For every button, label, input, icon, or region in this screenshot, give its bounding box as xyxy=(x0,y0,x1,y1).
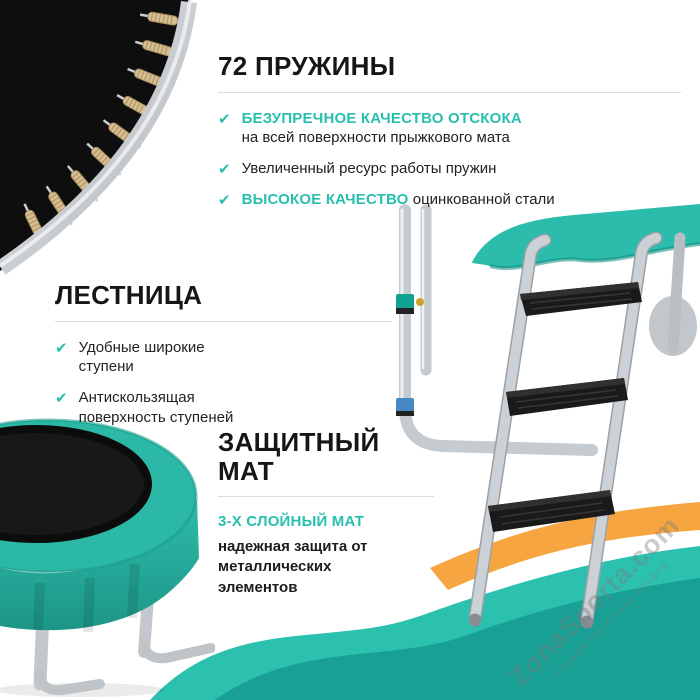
step-grip xyxy=(529,292,633,310)
section-ladder: ЛЕСТНИЦА ✔ Удобные широкие ступени ✔ Ант… xyxy=(55,281,392,428)
ladder-step-top xyxy=(488,490,611,512)
check-icon: ✔ xyxy=(55,339,68,357)
wing-nut xyxy=(416,298,424,306)
clamp-lower-band xyxy=(396,411,414,416)
teal-wave-dark xyxy=(215,578,700,700)
feature-text-block: БЕЗУПРЕЧНОЕ КАЧЕСТВО ОТСКОКА на всей пов… xyxy=(242,109,522,149)
ladder-photo xyxy=(396,204,700,629)
check-icon: ✔ xyxy=(55,390,68,408)
feature-item: ✔ ВЫСОКОЕ КАЧЕСТВО оцинкованной стали xyxy=(218,190,681,210)
step-grip xyxy=(499,502,605,525)
ladder-step-top xyxy=(506,378,625,398)
check-icon: ✔ xyxy=(218,161,231,179)
orange-ribbon xyxy=(430,502,700,590)
jump-mat xyxy=(0,0,190,271)
feature-item: ✔ Удобные широкие ступени xyxy=(55,338,392,378)
leg-right-foot xyxy=(139,639,215,664)
feature-item: ✔ БЕЗУПРЕЧНОЕ КАЧЕСТВО ОТСКОКА на всей п… xyxy=(218,109,681,149)
mat-description: надежная защита от металлических элемент… xyxy=(218,538,368,596)
frame-pad-shadow xyxy=(489,242,700,271)
feature-text-block: Увеличенный ресурс работы пружин xyxy=(242,159,497,179)
feature-highlight: БЕЗУПРЕЧНОЕ КАЧЕСТВО ОТСКОКА xyxy=(241,109,522,127)
skirt xyxy=(0,498,199,631)
feature-text: оцинкованной стали xyxy=(412,190,555,208)
divider xyxy=(218,91,681,93)
springs-title: 72 ПРУЖИНЫ xyxy=(218,51,396,81)
rail-foot xyxy=(468,613,482,627)
ladder-rail-right xyxy=(582,233,661,625)
frame-pad-rim xyxy=(0,418,198,574)
right-pole xyxy=(667,232,686,354)
jump-mat-edge xyxy=(0,425,152,543)
frame-pad xyxy=(472,204,700,269)
feature-item: ✔ Антискользящая поверхность ступеней xyxy=(55,388,392,428)
springs-feature-list: ✔ БЕЗУПРЕЧНОЕ КАЧЕСТВО ОТСКОКА на всей п… xyxy=(218,109,681,210)
jump-mat xyxy=(0,429,148,539)
step-grip xyxy=(515,389,619,409)
skirt-shading xyxy=(33,563,140,633)
divider xyxy=(218,496,434,498)
feature-text-block: Удобные широкие ступени xyxy=(79,338,259,378)
ladder-feature-list: ✔ Удобные широкие ступени ✔ Антискользящ… xyxy=(55,338,392,428)
frame-rail-highlight xyxy=(0,0,192,268)
feature-text: на всей поверхности прыжкового мата xyxy=(241,129,510,147)
feature-highlight: ВЫСОКОЕ КАЧЕСТВО xyxy=(241,190,409,208)
clamp-lower xyxy=(396,398,414,412)
ladder-title: ЛЕСТНИЦА xyxy=(55,280,203,310)
springs-photo xyxy=(0,0,197,275)
check-icon: ✔ xyxy=(218,191,231,209)
clamp-upper xyxy=(396,294,414,309)
check-icon: ✔ xyxy=(218,110,231,128)
mat-title: ЗАЩИТНЫЙ МАТ xyxy=(218,427,380,486)
ladder-step-top xyxy=(520,282,639,300)
trampoline-photo xyxy=(0,418,215,697)
section-mat: ЗАЩИТНЫЙ МАТ 3-Х СЛОЙНЫЙ МАТ надежная за… xyxy=(218,428,434,598)
leg-left-foot xyxy=(35,669,105,696)
feature-text: Удобные широкие ступени xyxy=(78,338,205,376)
section-springs: 72 ПРУЖИНЫ ✔ БЕЗУПРЕЧНОЕ КАЧЕСТВО ОТСКОК… xyxy=(218,52,681,210)
feature-text-block: ВЫСОКОЕ КАЧЕСТВО оцинкованной стали xyxy=(242,190,555,210)
feature-text: Антискользящая поверхность ступеней xyxy=(78,389,234,426)
mat-subtitle: 3-Х СЛОЙНЫЙ МАТ xyxy=(218,513,365,531)
ladder-rail-left xyxy=(470,235,550,623)
feature-item: ✔ Увеличенный ресурс работы пружин xyxy=(218,159,681,179)
feature-text-block: Антискользящая поверхность ступеней xyxy=(79,388,259,428)
feature-text: Увеличенный ресурс работы пружин xyxy=(241,160,497,178)
clamp-upper-band xyxy=(396,308,414,314)
divider xyxy=(55,320,392,322)
rail-foot xyxy=(580,615,594,629)
